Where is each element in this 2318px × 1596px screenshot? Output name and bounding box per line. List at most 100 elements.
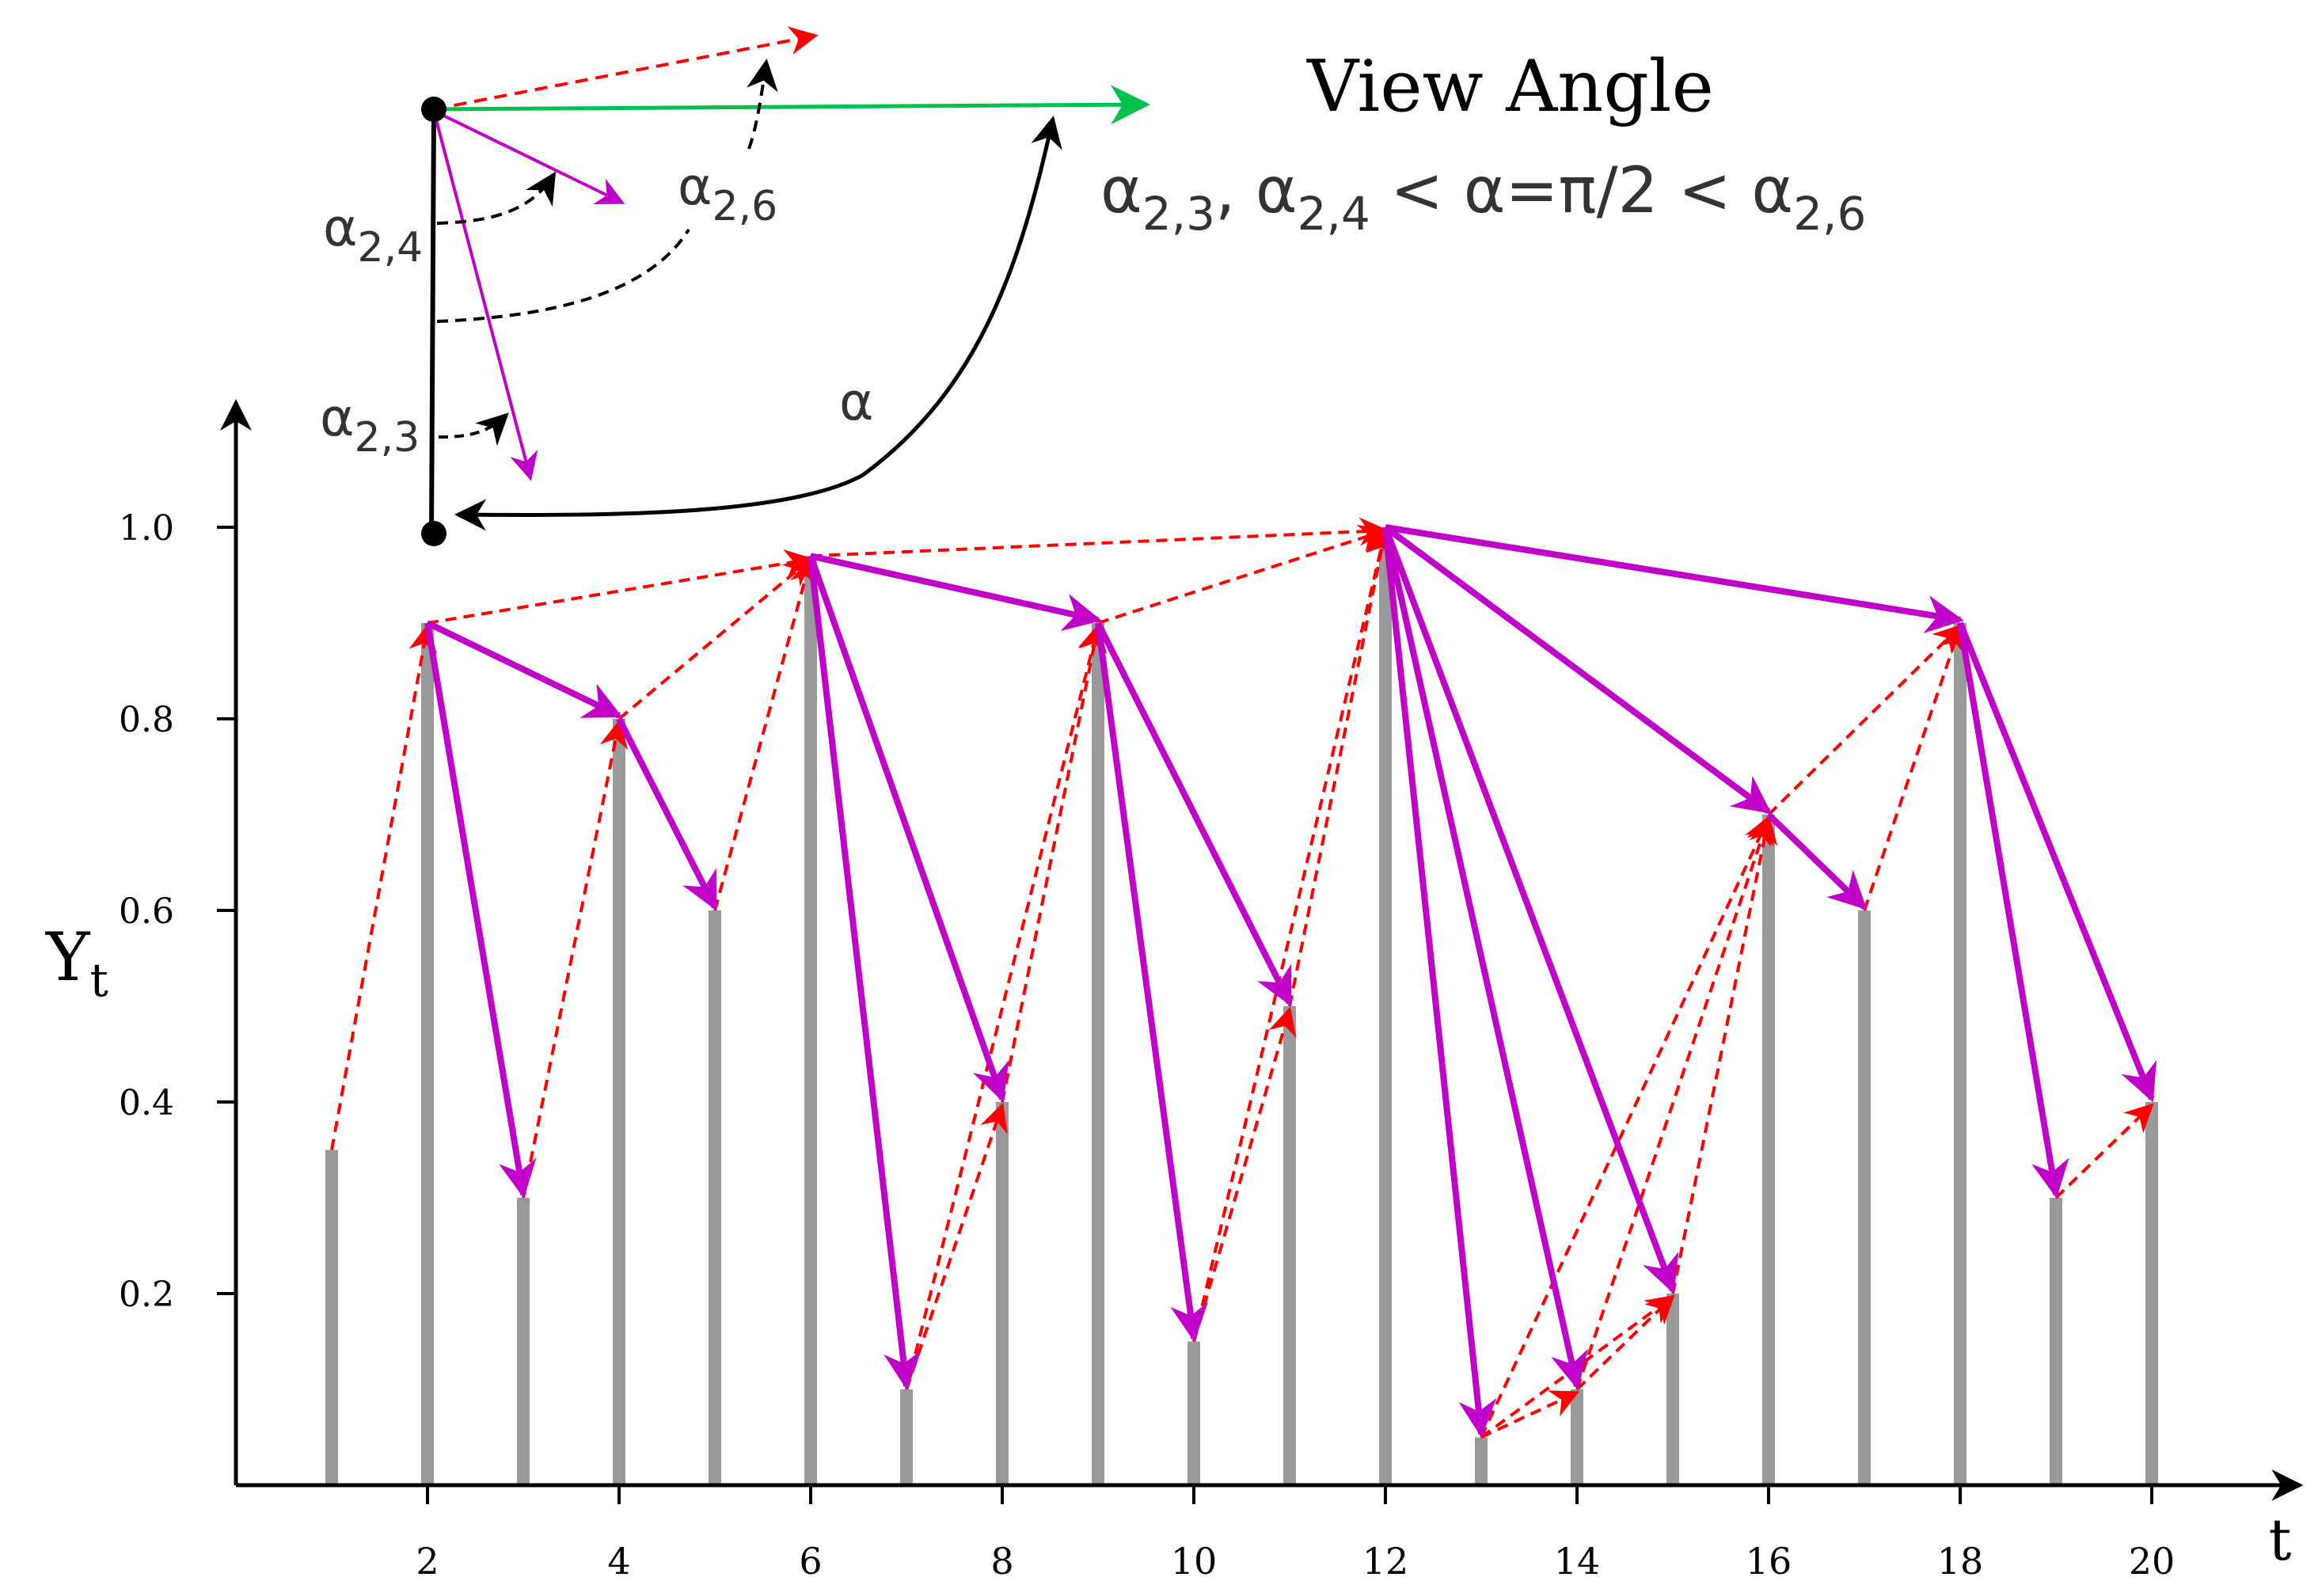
visibility-edge-2-3 <box>424 622 537 1199</box>
visibility-edge-12-16 <box>1383 524 1772 815</box>
y-tick-label-0.8: 0.8 <box>119 700 174 740</box>
chart-title: View Angle <box>1306 45 1714 128</box>
inset-label-a23-sub: 2,3 <box>355 414 420 462</box>
inset-label-a26-sub: 2,6 <box>712 183 778 230</box>
visibility-edge-18-19 <box>1957 622 2069 1199</box>
axes-layer <box>220 399 2304 1501</box>
visibility-edge-12-18 <box>1385 524 1964 633</box>
x-tick-label-8: 8 <box>990 1540 1013 1583</box>
backward-edge-17-18 <box>1863 623 1966 911</box>
x-tick-label-4: 4 <box>607 1540 630 1583</box>
bar-t12 <box>1379 527 1392 1484</box>
visibility-edge-9-11 <box>1095 621 1293 1007</box>
y-tick-label-0.2: 0.2 <box>119 1275 174 1315</box>
backward-edges-layer <box>330 517 2154 1439</box>
backward-edge-7-8 <box>905 1102 1008 1390</box>
x-tick-label-2: 2 <box>416 1540 439 1583</box>
inset-label-a23: α2,3 <box>320 387 420 462</box>
backward-edge-13-14 <box>1480 1390 1580 1439</box>
visibility-edge-12-14 <box>1382 526 1589 1390</box>
backward-edge-6-12 <box>810 517 1389 558</box>
visibility-edge-16-17 <box>1766 812 1868 910</box>
visibility-edge-18-20 <box>1957 621 2157 1103</box>
inset-label-a26-main: α <box>678 156 712 217</box>
bar-t1 <box>325 1150 338 1484</box>
backward-edge-15-16 <box>1671 815 1778 1294</box>
backward-edge-13-16 <box>1480 815 1771 1438</box>
backward-edge-11-12 <box>1288 527 1395 1007</box>
backward-edge-1-2 <box>330 623 437 1150</box>
visibility-edge-4-5 <box>616 717 718 911</box>
annotation-mid: < α=π/2 < <box>1370 154 1752 227</box>
visibility-edge-6-9 <box>810 553 1102 632</box>
inset-horizon-arrow <box>433 85 1150 125</box>
bar-t18 <box>1954 623 1966 1484</box>
view-angle-inset: α α2,4 α2,6 α2,3 <box>320 26 1150 546</box>
bar-t4 <box>613 719 625 1484</box>
inset-label-a24-sub: 2,4 <box>358 224 424 272</box>
bar-t2 <box>421 623 434 1484</box>
bars-layer <box>325 527 2158 1484</box>
inset-top-point <box>421 97 446 122</box>
bar-t15 <box>1666 1294 1679 1484</box>
annotation-sep: , <box>1215 154 1256 227</box>
x-axis-title: t <box>2269 1507 2292 1573</box>
backward-edge-9-12 <box>1097 524 1389 625</box>
bar-t9 <box>1092 623 1104 1484</box>
visibility-edges-layer <box>424 524 2157 1438</box>
x-tick-label-14: 14 <box>1554 1540 1601 1583</box>
x-tick-label-18: 18 <box>1937 1540 1984 1583</box>
bar-t5 <box>709 910 721 1484</box>
inset-arc-a26 <box>436 228 690 323</box>
backward-edge-14-16 <box>1575 815 1774 1390</box>
y-ticks-layer: 1.00.80.60.40.2 <box>119 508 236 1315</box>
annotation-a1: α <box>1100 154 1142 227</box>
inset-arc-a24 <box>436 171 557 225</box>
annotation-s23: 2,3 <box>1142 187 1215 241</box>
annotation-a2: α <box>1256 154 1298 227</box>
visibility-edge-6-7 <box>808 555 922 1390</box>
x-tick-label-10: 10 <box>1171 1540 1218 1583</box>
inset-alpha-arc-top <box>861 116 1062 477</box>
bar-t10 <box>1188 1341 1200 1484</box>
backward-edge-4-6 <box>618 557 813 720</box>
bar-t20 <box>2145 1102 2158 1484</box>
annotation-s24: 2,4 <box>1298 187 1370 241</box>
bar-t14 <box>1571 1389 1583 1484</box>
visibility-edge-12-13 <box>1382 526 1497 1438</box>
bar-t6 <box>804 556 817 1484</box>
chart-annotation: α2,3, α2,4 < α=π/2 < α2,6 <box>1100 154 1866 241</box>
bar-t3 <box>517 1198 530 1484</box>
inset-arc-a23 <box>438 412 509 446</box>
x-tick-label-16: 16 <box>1746 1540 1792 1583</box>
visibility-edge-2-4 <box>426 620 623 719</box>
inset-label-alpha: α <box>839 371 874 432</box>
bar-t8 <box>996 1102 1009 1484</box>
bar-t19 <box>2050 1198 2062 1484</box>
inset-alpha-arc <box>454 473 864 531</box>
visibility-edge-9-10 <box>1095 622 1209 1343</box>
inset-bottom-point <box>421 521 446 546</box>
inset-label-a26: α2,6 <box>678 156 777 230</box>
annotation-a3: α <box>1751 154 1793 227</box>
backward-edge-10-11 <box>1192 1006 1297 1343</box>
backward-edge-10-12 <box>1192 527 1394 1342</box>
inset-arc-a26-tip <box>747 59 778 150</box>
y-axis-title-main: Y <box>45 918 91 996</box>
bar-t13 <box>1475 1437 1488 1484</box>
inset-red-arrow <box>433 26 819 111</box>
visibility-edge-6-8 <box>808 554 1009 1103</box>
inset-vertical-line <box>429 110 436 533</box>
bar-t17 <box>1858 910 1871 1484</box>
y-axis-title-sub: t <box>89 953 108 1007</box>
bar-t7 <box>900 1389 913 1484</box>
annotation-s26: 2,6 <box>1793 187 1866 241</box>
y-tick-label-1: 1.0 <box>119 508 174 549</box>
backward-edge-2-6 <box>427 549 814 625</box>
backward-edge-14-15 <box>1575 1294 1675 1391</box>
backward-edge-5-6 <box>713 556 818 911</box>
y-tick-label-0.4: 0.4 <box>119 1083 174 1123</box>
bar-t11 <box>1283 1006 1296 1484</box>
